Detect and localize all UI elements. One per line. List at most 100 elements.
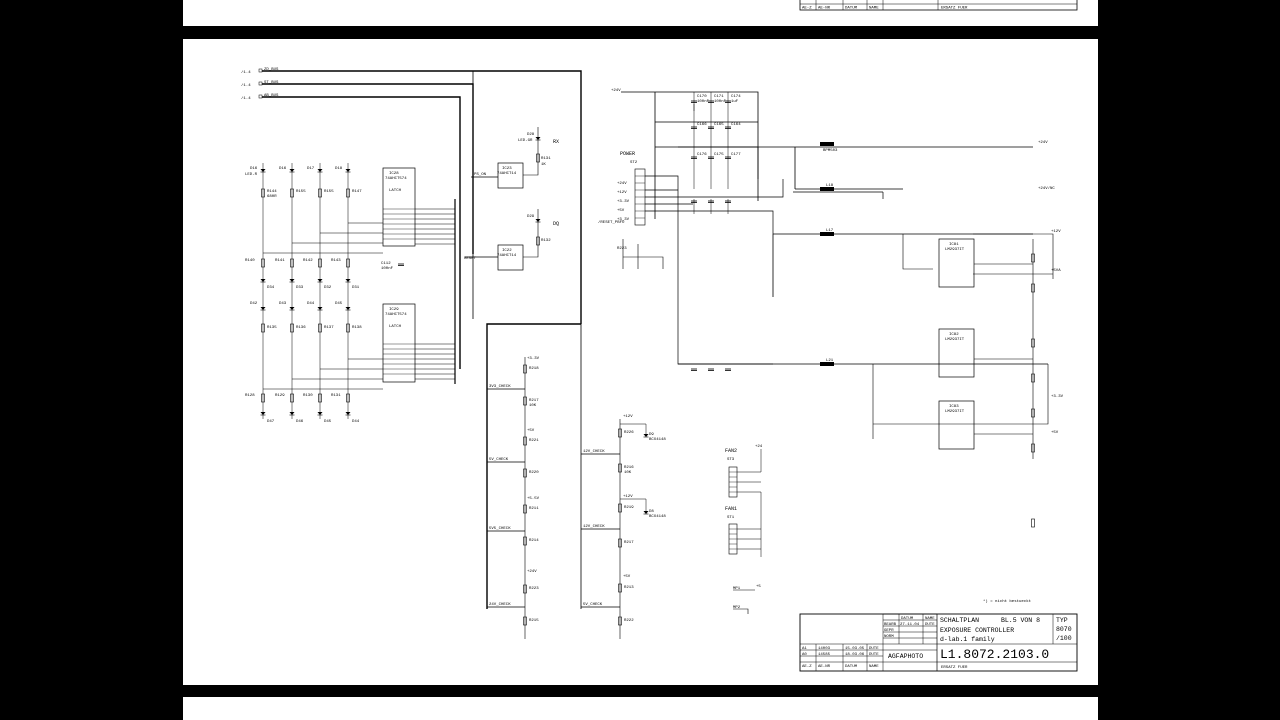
cap-c165: C165 bbox=[714, 123, 724, 127]
mid-res-1: R140 bbox=[245, 259, 255, 263]
low-led-4: D45 bbox=[335, 302, 343, 306]
previous-page: AE-Z AE-NR DATUM NAME ERSATZ FUER bbox=[183, 0, 1098, 26]
ic28-ref: IC28 bbox=[389, 172, 399, 176]
chk-l4-r2: R215 bbox=[529, 619, 539, 623]
power-input: +24V bbox=[611, 89, 621, 93]
tb-hist-name-2: DUTE bbox=[869, 653, 879, 657]
status-leds: IC23 74AHCT14 IC22 74AHCT14 D28 LED-GR R… bbox=[497, 127, 559, 271]
pin-4: +5V bbox=[617, 209, 625, 213]
chk-r1-val: 10K bbox=[624, 471, 632, 475]
inductor-l17: L17 bbox=[826, 229, 834, 233]
top-res-2: R155 bbox=[296, 190, 306, 194]
cap-c175: C175 bbox=[714, 153, 724, 157]
tb-hist-z-2: A0 bbox=[802, 653, 807, 657]
reg3-part: LM2937IT bbox=[945, 410, 965, 414]
prev-replacement-label: ERSATZ FUER bbox=[941, 7, 968, 11]
reg3-ref: IC83 bbox=[949, 405, 959, 409]
cap-c170: C170 bbox=[697, 95, 707, 99]
bus-net-2: ST_BUS bbox=[264, 81, 279, 85]
input-line-3: /1.4 bbox=[241, 96, 251, 101]
ic23-part: 74AHCT14 bbox=[497, 172, 517, 176]
inductor-l18: L18 bbox=[826, 184, 834, 188]
mp2-label: MP2 bbox=[733, 606, 741, 610]
c112-ref: C112 bbox=[381, 262, 391, 266]
ic29-part: 74AHCT574 bbox=[385, 313, 407, 317]
gnd-label: R223 bbox=[617, 247, 627, 251]
chk-l3-r2: R214 bbox=[529, 539, 539, 543]
chk-l3-label: 5V5_CHECK bbox=[489, 527, 511, 531]
low-res-2: R136 bbox=[296, 326, 306, 330]
mid-led-2: D33 bbox=[296, 286, 304, 290]
tb-hist-nr-1: 14003 bbox=[818, 647, 831, 651]
bot-led-4: D44 bbox=[352, 420, 360, 424]
top-res-value: 680R bbox=[267, 195, 277, 199]
power-ref: ST2 bbox=[630, 161, 638, 165]
capacitor-banks: C170 C171 C174 C166 C165 C164 C176 C175 … bbox=[690, 92, 741, 371]
chk-r2-diode-part: BCX4148 bbox=[649, 515, 666, 519]
top-res-1: R144 bbox=[267, 190, 277, 194]
bus-inputs: /1.4 /1.4 /1.4 ZD_BUS ST_BUS AB_BUS bbox=[241, 68, 582, 369]
power-title: POWER bbox=[620, 151, 635, 157]
low-led-1: D42 bbox=[250, 302, 258, 306]
chk-l3-r1: R211 bbox=[529, 507, 539, 511]
chk-r1-r1: R226 bbox=[624, 431, 634, 435]
led-d28-label: LED-GR bbox=[518, 139, 533, 143]
bot-res-3: R130 bbox=[303, 394, 313, 398]
mid-led-3: D32 bbox=[324, 286, 332, 290]
chk-r2-r1: R219 bbox=[624, 506, 634, 510]
cap-val-1: 100nF bbox=[697, 100, 710, 104]
chk-r1-diode: D9 bbox=[649, 433, 654, 437]
chk-r2-r2: R217 bbox=[624, 541, 634, 545]
chk-l2-label: 5V_CHECK bbox=[489, 458, 509, 462]
out-12v: +12V bbox=[1051, 230, 1061, 234]
chk-l1-net: +3.3V bbox=[527, 357, 540, 361]
net-reset: RESET bbox=[464, 257, 477, 261]
tb-typ-label: TYP bbox=[1056, 617, 1068, 624]
ferrite-1: BPM503 bbox=[823, 149, 838, 153]
chk-l1-r1: R218 bbox=[529, 367, 539, 371]
chk-r1-diode-part: BCX4148 bbox=[649, 438, 666, 442]
schematic-page: /1.4 /1.4 /1.4 ZD_BUS ST_BUS AB_BUS PS_O… bbox=[183, 39, 1098, 685]
tb-bearb: BEARB bbox=[884, 623, 897, 627]
fan-supply: +24 bbox=[755, 445, 763, 449]
led-d28-ref: D28 bbox=[527, 133, 535, 137]
fan1-title: FAN1 bbox=[725, 506, 737, 512]
tb-hist-head-nr: AE-NR bbox=[818, 665, 831, 669]
mid-led-4: D31 bbox=[352, 286, 360, 290]
top-res-3: R155 bbox=[324, 190, 334, 194]
tb-doc-number: L1.8072.2103.0 bbox=[940, 647, 1049, 662]
bot-led-1: D47 bbox=[267, 420, 275, 424]
tb-hist-head-z: AE-Z bbox=[802, 665, 812, 669]
tb-sheet-type: SCHALTPLAN bbox=[940, 617, 979, 624]
ic22-part: 74AHCT14 bbox=[497, 254, 517, 258]
tb-typ-2: /100 bbox=[1056, 635, 1072, 642]
tb-rev-head-date: DATUM bbox=[901, 617, 914, 621]
led-d29-ref: D29 bbox=[527, 215, 535, 219]
chk-l2-r2: R220 bbox=[529, 471, 539, 475]
out-5va: +5VA bbox=[1051, 269, 1061, 273]
title-block: DATUM NAME BEARB 27.11.04 DUTE GEPR NORM… bbox=[799, 613, 1078, 672]
prev-rev-name: NAME bbox=[869, 7, 879, 11]
voltage-checks-right: +12V R226 R216 10K D9 BCX4148 12V_CHECK … bbox=[580, 324, 666, 639]
prev-rev-nr: AE-NR bbox=[818, 7, 831, 11]
led-column-parts bbox=[260, 168, 351, 416]
out-5v: +5V bbox=[1051, 431, 1059, 435]
mid-res-2: R141 bbox=[275, 259, 285, 263]
fan2-ref: ST3 bbox=[727, 458, 735, 462]
tb-title: EXPOSURE CONTROLLER bbox=[940, 627, 1014, 634]
power-rails: +24V +24V +24V/NC +12V +5VA +3.3V +5V L1… bbox=[611, 89, 1064, 439]
mid-res-4: R143 bbox=[331, 259, 341, 263]
mp-net: +5 bbox=[756, 585, 761, 589]
out-24v: +24V bbox=[1038, 141, 1048, 145]
cap-c171: C171 bbox=[714, 95, 724, 99]
reg2-ref: IC82 bbox=[949, 333, 959, 337]
led-latch-matrix: IC28 74AHCT574 LATCH IC29 74AHCT574 LATC… bbox=[381, 167, 456, 384]
cap-c174: C174 bbox=[731, 95, 741, 99]
cap-val-3: 1uF bbox=[731, 100, 739, 104]
chk-r1-net: +12V bbox=[623, 415, 633, 419]
tb-hist-head-name: NAME bbox=[869, 665, 879, 669]
tb-hist-date-1: 15.03.05 bbox=[845, 647, 865, 651]
pin-1: +24V bbox=[617, 182, 627, 186]
ic28-part: 74AHCT574 bbox=[385, 177, 407, 181]
out-3v3: +3.3V bbox=[1051, 395, 1064, 399]
